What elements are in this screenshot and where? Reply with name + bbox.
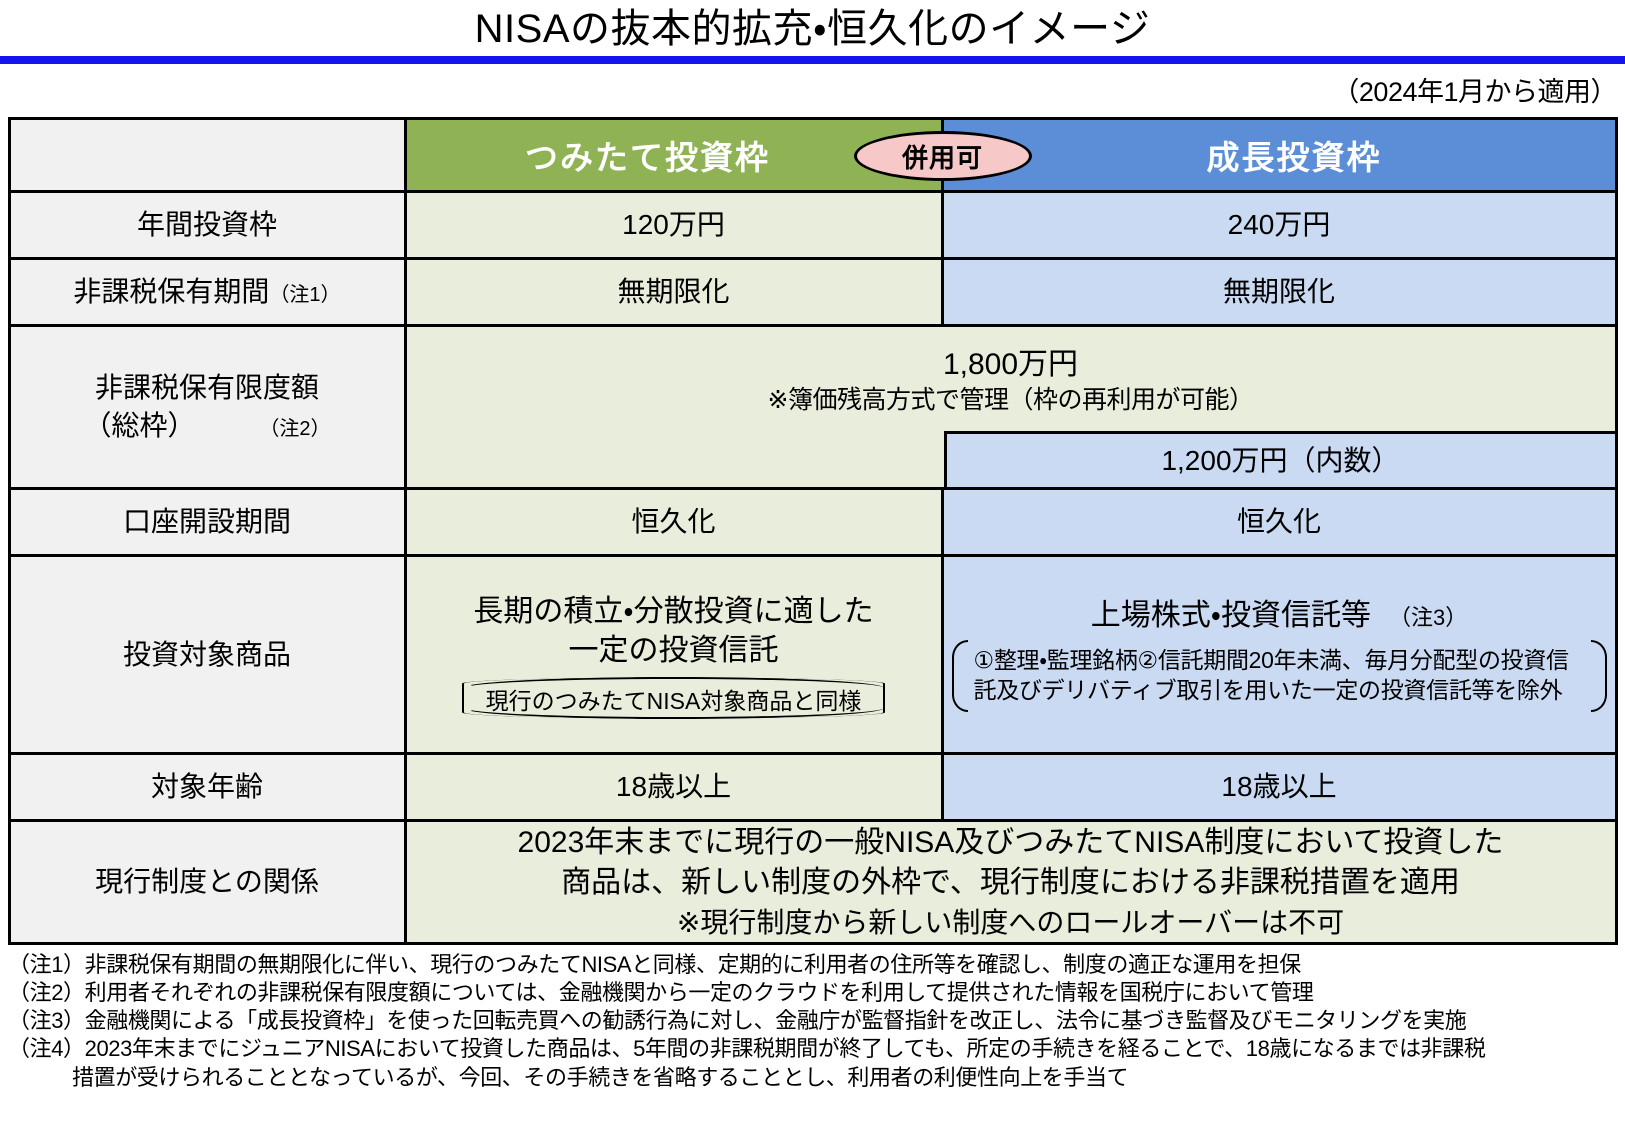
cell-taxfree-period-seicho: 無期限化 xyxy=(940,257,1618,327)
eligible-products-seicho-exclusions: ①整理・監理銘柄②信託期間20年未満、毎月分配型の投資信託及びデリバティブ取引を… xyxy=(951,640,1607,713)
cell-annual-limit-seicho: 240万円 xyxy=(940,190,1618,260)
table-row: 年間投資枠 120万円 240万円 xyxy=(7,190,1618,260)
eligible-products-seicho-title: 上場株式・投資信託等 xyxy=(1090,598,1371,632)
table-row: 非課税保有期間（注1） 無期限化 無期限化 xyxy=(7,257,1618,327)
header-seicho-label: 成長投資枠 xyxy=(1206,139,1382,176)
row-label-annual-limit: 年間投資枠 xyxy=(7,190,407,260)
row-label-taxfree-period-text: 非課税保有期間 xyxy=(73,276,270,308)
row-label-taxfree-limit-note: （注2） xyxy=(259,418,331,440)
eligible-products-tsumitate-bracket-note: 現行のつみたてNISA対象商品と同様 xyxy=(461,676,886,719)
curly-brace-left-icon xyxy=(951,640,968,713)
row-label-eligible-age: 対象年齢 xyxy=(7,752,407,822)
row-label-taxfree-limit-line2: （総枠） xyxy=(83,410,196,441)
cell-taxfree-limit-merged: 1,800万円 ※簿価残高方式で管理（枠の再利用が可能） 1,200万円（内数） xyxy=(403,324,1618,490)
row-label-relation-current-system: 現行制度との関係 xyxy=(7,819,407,945)
relation-line1: 2023年末までに現行の一般NISA及びつみたてNISA制度において投資した xyxy=(517,825,1504,859)
table-row: 非課税保有限度額 （総枠） （注2） 1,800万円 ※簿価残高方式で管理（枠の… xyxy=(7,324,1618,490)
cell-taxfree-period-tsumitate: 無期限化 xyxy=(403,257,944,327)
eligible-products-seicho-note-ref: （注3） xyxy=(1388,604,1468,630)
row-label-taxfree-period: 非課税保有期間（注1） xyxy=(7,257,407,327)
row-label-taxfree-limit: 非課税保有限度額 （総枠） （注2） xyxy=(7,324,407,490)
footnote-2: （注2）利用者それぞれの非課税保有限度額については、金融機関から一定のクラウドを… xyxy=(8,980,1314,1006)
cell-eligible-products-tsumitate: 長期の積立・分散投資に適した 一定の投資信託 現行のつみたてNISA対象商品と同… xyxy=(403,554,944,755)
header-tsumitate-label: つみたて投資枠 xyxy=(525,139,770,176)
row-label-account-period: 口座開設期間 xyxy=(7,487,407,557)
row-label-taxfree-limit-line2-wrap: （総枠） （注2） xyxy=(11,407,404,445)
header-seicho-column: 成長投資枠 xyxy=(940,117,1618,193)
footnote-1: （注1）非課税保有期間の無期限化に伴い、現行のつみたてNISAと同様、定期的に利… xyxy=(8,952,1301,977)
table-row: 現行制度との関係 2023年末までに現行の一般NISA及びつみたてNISA制度に… xyxy=(7,819,1618,945)
footnote-4-continuation: 措置が受けられることとなっているが、今回、その手続きを省略することとし、利用者の… xyxy=(72,1064,1129,1090)
table-row: 対象年齢 18歳以上 18歳以上 xyxy=(7,752,1618,822)
taxfree-limit-total-block: 1,800万円 ※簿価残高方式で管理（枠の再利用が可能） xyxy=(407,327,1615,416)
row-label-eligible-products: 投資対象商品 xyxy=(7,554,407,755)
header-tsumitate-column: つみたて投資枠 併用可 xyxy=(403,117,1032,193)
table-row: 投資対象商品 長期の積立・分散投資に適した 一定の投資信託 現行のつみたてNIS… xyxy=(7,554,1618,755)
cell-account-period-tsumitate: 恒久化 xyxy=(403,487,944,557)
relation-line2: 商品は、新しい制度の外枠で、現行制度における非課税措置を適用 xyxy=(561,866,1460,900)
curly-brace-right-icon xyxy=(1590,640,1607,713)
cell-relation-current-system: 2023年末までに現行の一般NISA及びつみたてNISA制度において投資した 商… xyxy=(403,819,1618,945)
taxfree-limit-total-amount: 1,800万円 xyxy=(942,348,1079,381)
taxfree-limit-inner: 1,800万円 ※簿価残高方式で管理（枠の再利用が可能） 1,200万円（内数） xyxy=(407,327,1615,487)
taxfree-limit-seicho-inset: 1,200万円（内数） xyxy=(943,431,1615,487)
cell-eligible-age-seicho: 18歳以上 xyxy=(940,752,1618,822)
cell-account-period-seicho: 恒久化 xyxy=(940,487,1618,557)
footnote-3: （注3）金融機関による「成長投資枠」を使った回転売買への勧誘行為に対し、金融庁が… xyxy=(8,1008,1467,1034)
title-underline-rule xyxy=(0,56,1625,64)
page-title: NISAの抜本的拡充・恒久化のイメージ xyxy=(474,7,1151,51)
cell-annual-limit-tsumitate: 120万円 xyxy=(403,190,944,260)
table-header-row: つみたて投資枠 併用可 成長投資枠 xyxy=(7,117,1618,193)
cell-eligible-products-seicho: 上場株式・投資信託等 （注3） ①整理・監理銘柄②信託期間20年未満、毎月分配型の… xyxy=(940,554,1618,755)
eligible-products-tsumitate-line2: 一定の投資信託 xyxy=(568,633,779,667)
cell-eligible-age-tsumitate: 18歳以上 xyxy=(403,752,944,822)
row-label-taxfree-limit-line1: 非課税保有限度額 xyxy=(94,372,319,404)
combine-allowed-badge: 併用可 xyxy=(853,131,1032,181)
eligible-products-tsumitate-line1: 長期の積立・分散投資に適した xyxy=(473,594,874,628)
relation-line3: ※現行制度から新しい制度へのロールオーバーは不可 xyxy=(676,906,1345,938)
row-label-taxfree-period-note: （注1） xyxy=(269,284,341,307)
eligible-products-seicho-title-wrap: 上場株式・投資信託等 （注3） xyxy=(944,597,1615,635)
taxfree-limit-total-note: ※簿価残高方式で管理（枠の再利用が可能） xyxy=(767,386,1254,414)
eligible-products-seicho-exclusions-text: ①整理・監理銘柄②信託期間20年未満、毎月分配型の投資信託及びデリバティブ取引を… xyxy=(973,647,1570,704)
table-row: 口座開設期間 恒久化 恒久化 xyxy=(7,487,1618,557)
footnotes-block: （注1）非課税保有期間の無期限化に伴い、現行のつみたてNISAと同様、定期的に利… xyxy=(0,945,1625,1092)
nisa-comparison-table: つみたて投資枠 併用可 成長投資枠 年間投資枠 120万円 240万円 非課税保… xyxy=(7,117,1618,945)
header-blank-cell xyxy=(7,117,407,193)
apply-from-note: （2024年1月から適用） xyxy=(1332,77,1617,107)
footnote-4: （注4）2023年末までにジュニアNISAにおいて投資した商品は、5年間の非課税… xyxy=(8,1036,1486,1062)
